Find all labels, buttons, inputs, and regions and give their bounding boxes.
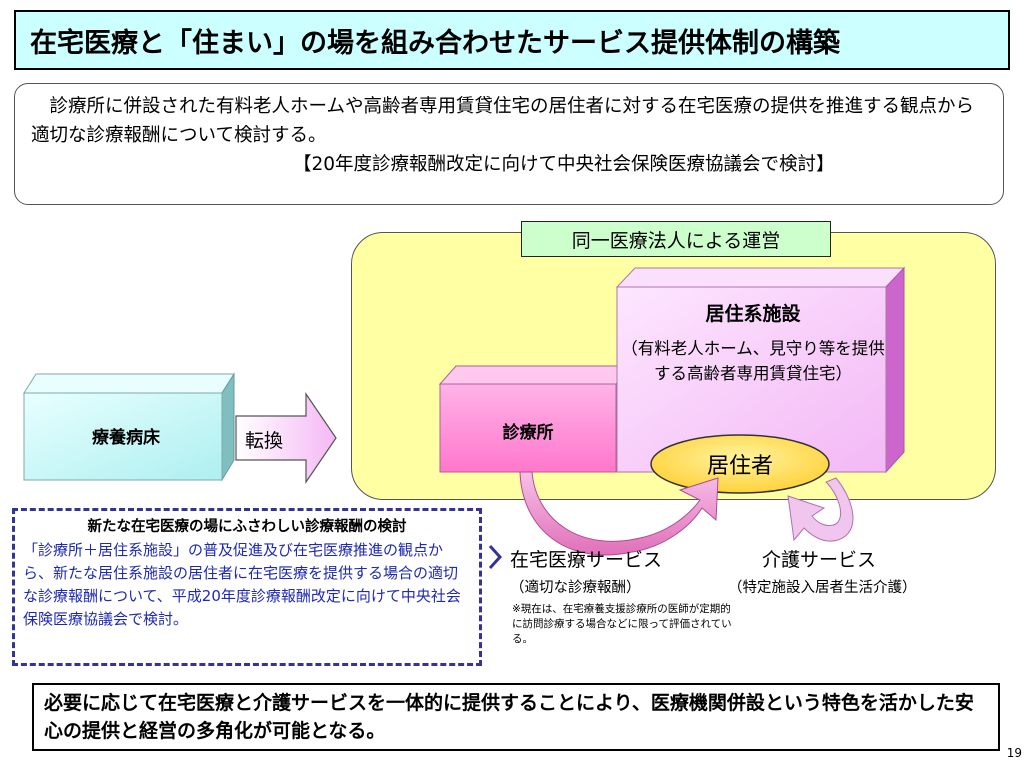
intro-reference: 【20年度診療報酬改定に向けて中央社会保険医療協議会で検討】 (293, 154, 835, 175)
new-setting-heading: 新たな在宅医療の場にふさわしい診療報酬の検討 (87, 519, 407, 535)
page-number: 19 (1006, 746, 1022, 760)
evaluation-note: ※現在は、在宅療養支援診療所の医師が定期的に訪問診療する場合などに限って評価され… (512, 603, 732, 645)
home-medical-arrow (519, 471, 719, 556)
operation-label-text: 同一医療法人による運営 (571, 229, 781, 252)
resident-label: 居住者 (651, 435, 829, 493)
residential-facility-text: 居住系施設 （有料老人ホーム、見守り等を提供する高齢者専用賃貸住宅） (618, 285, 888, 470)
home-medical-service-label: 在宅医療サービス (510, 549, 663, 571)
conversion-label-text: 転換 (245, 429, 284, 452)
legacy-bed-label: 療養病床 (28, 393, 224, 477)
clinic-box (438, 365, 634, 473)
home-medical-service-sub: （適切な診療報酬） (510, 580, 641, 596)
operation-label: 同一医療法人による運営 (521, 221, 831, 257)
care-service-label: 介護サービス (762, 549, 877, 571)
resident-label-text: 居住者 (706, 454, 773, 479)
new-setting-body: 「診療所＋居住系施設」の普及促進及び在宅医療推進の観点から、新たな居住系施設の居… (23, 541, 461, 628)
clinic-label-text: 診療所 (502, 422, 554, 443)
page-title: 在宅医療と「住まい」の場を組み合わせたサービス提供体制の構築 (14, 10, 1010, 70)
conversion-arrow (235, 392, 337, 484)
residential-facility-description: （有料老人ホーム、見守り等を提供する高齢者専用賃貸住宅） (621, 339, 885, 383)
new-setting-box: 新たな在宅医療の場にふさわしい診療報酬の検討 「診療所＋居住系施設」の普及促進及… (12, 508, 482, 666)
resident-ellipse (650, 434, 830, 494)
conclusion-text: 必要に応じて在宅医療と介護サービスを一体的に提供することにより、医療機関併設とい… (44, 692, 974, 742)
care-service-sub: （特定施設入居者生活介護） (728, 580, 917, 596)
legacy-bed-label-text: 療養病床 (92, 427, 160, 448)
legacy-bed-box (23, 372, 235, 482)
intro-box: 診療所に併設された有料老人ホームや高齢者専用賃貸住宅の居住者に対する在宅医療の提… (14, 83, 1004, 205)
chevron-right-icon (488, 544, 503, 570)
clinic-label: 診療所 (442, 388, 614, 472)
conversion-label: 転換 (245, 424, 305, 454)
intro-paragraph: 診療所に併設された有料老人ホームや高齢者専用賃貸住宅の居住者に対する在宅医療の提… (31, 96, 974, 146)
conclusion-box: 必要に応じて在宅医療と介護サービスを一体的に提供することにより、医療機関併設とい… (32, 683, 1000, 751)
page-title-text: 在宅医療と「住まい」の場を組み合わせたサービス提供体制の構築 (30, 27, 840, 59)
residential-facility-title: 居住系施設 (705, 303, 801, 325)
care-service-arrow (787, 477, 854, 542)
